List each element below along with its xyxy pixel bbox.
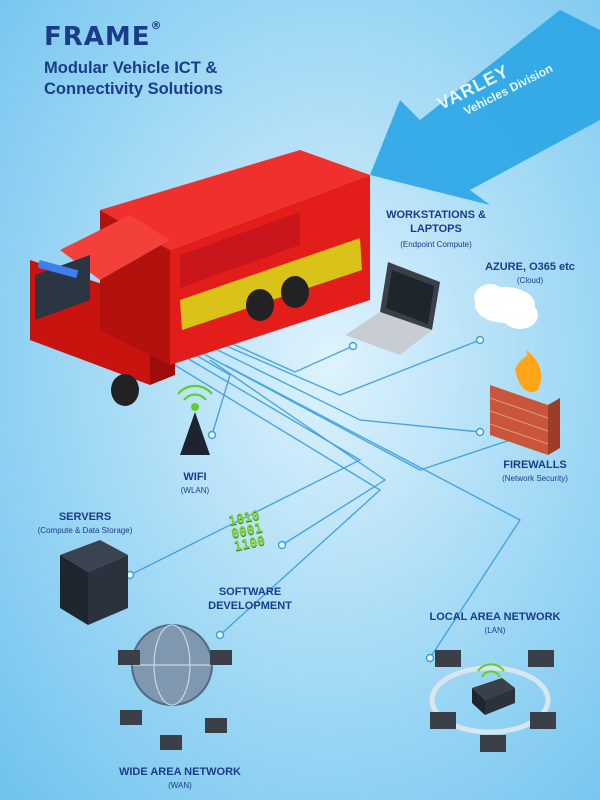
- wan-subtitle: (WAN): [168, 781, 192, 790]
- varley-arrow: [370, 10, 600, 205]
- lan-title: LOCAL AREA NETWORK: [429, 611, 561, 623]
- tagline-line-1: Modular Vehicle ICT &: [44, 59, 218, 77]
- cloud-icon: [474, 284, 538, 329]
- servers-title: SERVERS: [58, 511, 112, 523]
- frame-logo: FRAME®: [44, 19, 163, 52]
- tagline: Modular Vehicle ICT & Connectivity Solut…: [44, 58, 304, 100]
- lan-subtitle: (LAN): [484, 626, 506, 635]
- cloud-subtitle: (Cloud): [516, 276, 544, 285]
- cloud-title: AZURE, O365 etc: [485, 261, 575, 273]
- trademark-symbol: ®: [150, 19, 163, 33]
- wan-title: WIDE AREA NETWORK: [118, 766, 241, 778]
- software-title-line-2: DEVELOPMENT: [208, 600, 292, 612]
- servers-subtitle: (Compute & Data Storage): [37, 526, 133, 535]
- software-title-line-1: SOFTWARE: [218, 586, 282, 598]
- line-endpoints: [125, 335, 485, 663]
- connection-lines: [129, 317, 522, 659]
- laptop-icon: [345, 262, 440, 355]
- lan-hub-icon: [429, 650, 556, 752]
- logo-text: FRAME: [44, 22, 151, 52]
- tagline-line-2: Connectivity Solutions: [44, 80, 223, 98]
- workstations-title-line-2: LAPTOPS: [410, 223, 462, 235]
- workstations-title: WORKSTATIONS & LAPTOPS: [374, 208, 498, 236]
- workstations-title-line-1: WORKSTATIONS &: [386, 209, 486, 221]
- wifi-title: WIFI: [183, 471, 207, 483]
- wifi-subtitle: (WLAN): [180, 486, 210, 495]
- wan-globe-icon: [118, 624, 232, 750]
- wifi-icon: [177, 384, 213, 455]
- fire-truck: [30, 150, 370, 406]
- firewalls-subtitle: (Network Security): [502, 474, 568, 483]
- firewall-icon: [489, 350, 560, 455]
- server-icon: [60, 540, 128, 625]
- firewalls-title: FIREWALLS: [503, 459, 567, 471]
- workstations-subtitle: (Endpoint Compute): [400, 240, 472, 249]
- software-title: SOFTWARE DEVELOPMENT: [190, 585, 310, 613]
